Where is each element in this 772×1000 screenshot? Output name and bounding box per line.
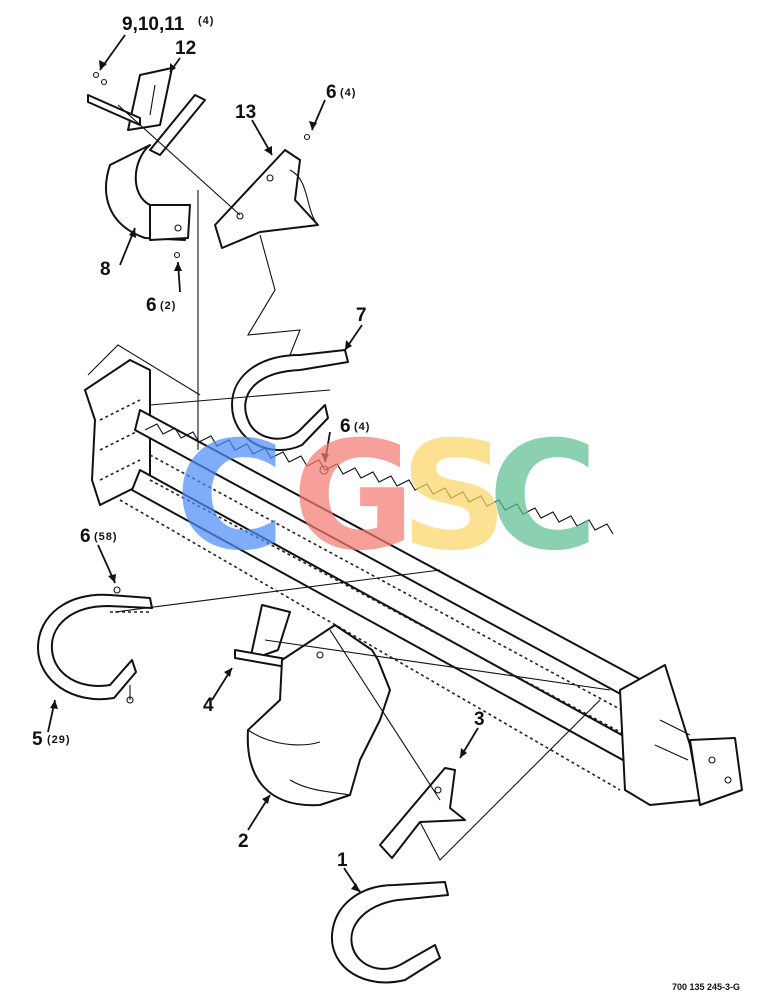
callout-6-top-qty: (4) bbox=[340, 87, 356, 99]
part-13-bracket bbox=[214, 149, 319, 249]
callout-6-bracket-qty: (2) bbox=[160, 300, 176, 312]
callout-13-number: 13 bbox=[235, 102, 256, 123]
callout-4-number: 4 bbox=[203, 695, 214, 716]
watermark-letter-3: S bbox=[400, 410, 508, 584]
callout-6-mid-qty: (4) bbox=[354, 421, 370, 433]
watermark: C G S C bbox=[175, 410, 598, 584]
leader-lines bbox=[47, 34, 479, 893]
callout-9-10-11-qty: (4) bbox=[198, 15, 214, 27]
callout-6-bracket-number: 6 bbox=[146, 295, 157, 316]
callout-8-number: 8 bbox=[100, 259, 111, 280]
part-7-guard bbox=[231, 349, 349, 451]
frame-assembly bbox=[84, 359, 743, 806]
callout-6-guard-number: 6 bbox=[80, 526, 91, 547]
part-5-guard bbox=[37, 593, 153, 704]
callout-12-number: 12 bbox=[175, 38, 196, 59]
part-12-bracket bbox=[87, 67, 206, 156]
part-2-shield bbox=[246, 624, 391, 807]
callout-9-10-11-number: 9,10,11 bbox=[122, 14, 185, 35]
callout-5-qty: (29) bbox=[47, 734, 71, 746]
callout-3-number: 3 bbox=[474, 709, 485, 730]
drawing-reference: 700 135 245-3-G bbox=[672, 982, 740, 992]
part-3-bracket bbox=[379, 767, 466, 859]
callout-1-number: 1 bbox=[337, 850, 348, 871]
callout-7-number: 7 bbox=[356, 305, 367, 326]
watermark-letter-2: G bbox=[292, 410, 415, 584]
assembly-lines bbox=[87, 104, 611, 861]
callout-5-number: 5 bbox=[32, 729, 43, 750]
callout-6-top-number: 6 bbox=[326, 82, 337, 103]
callout-2-number: 2 bbox=[238, 831, 249, 852]
callout-labels: 9,10,11 (4) 12 13 6 (4) 8 6 (2) 7 6 (4) … bbox=[32, 14, 485, 871]
callout-6-guard-qty: (58) bbox=[94, 531, 118, 543]
part-8-shield bbox=[105, 144, 191, 241]
watermark-letter-4: C bbox=[488, 410, 598, 584]
watermark-letter-1: C bbox=[175, 410, 285, 584]
part-1-guard bbox=[330, 881, 449, 984]
callout-6-mid-number: 6 bbox=[340, 416, 351, 437]
